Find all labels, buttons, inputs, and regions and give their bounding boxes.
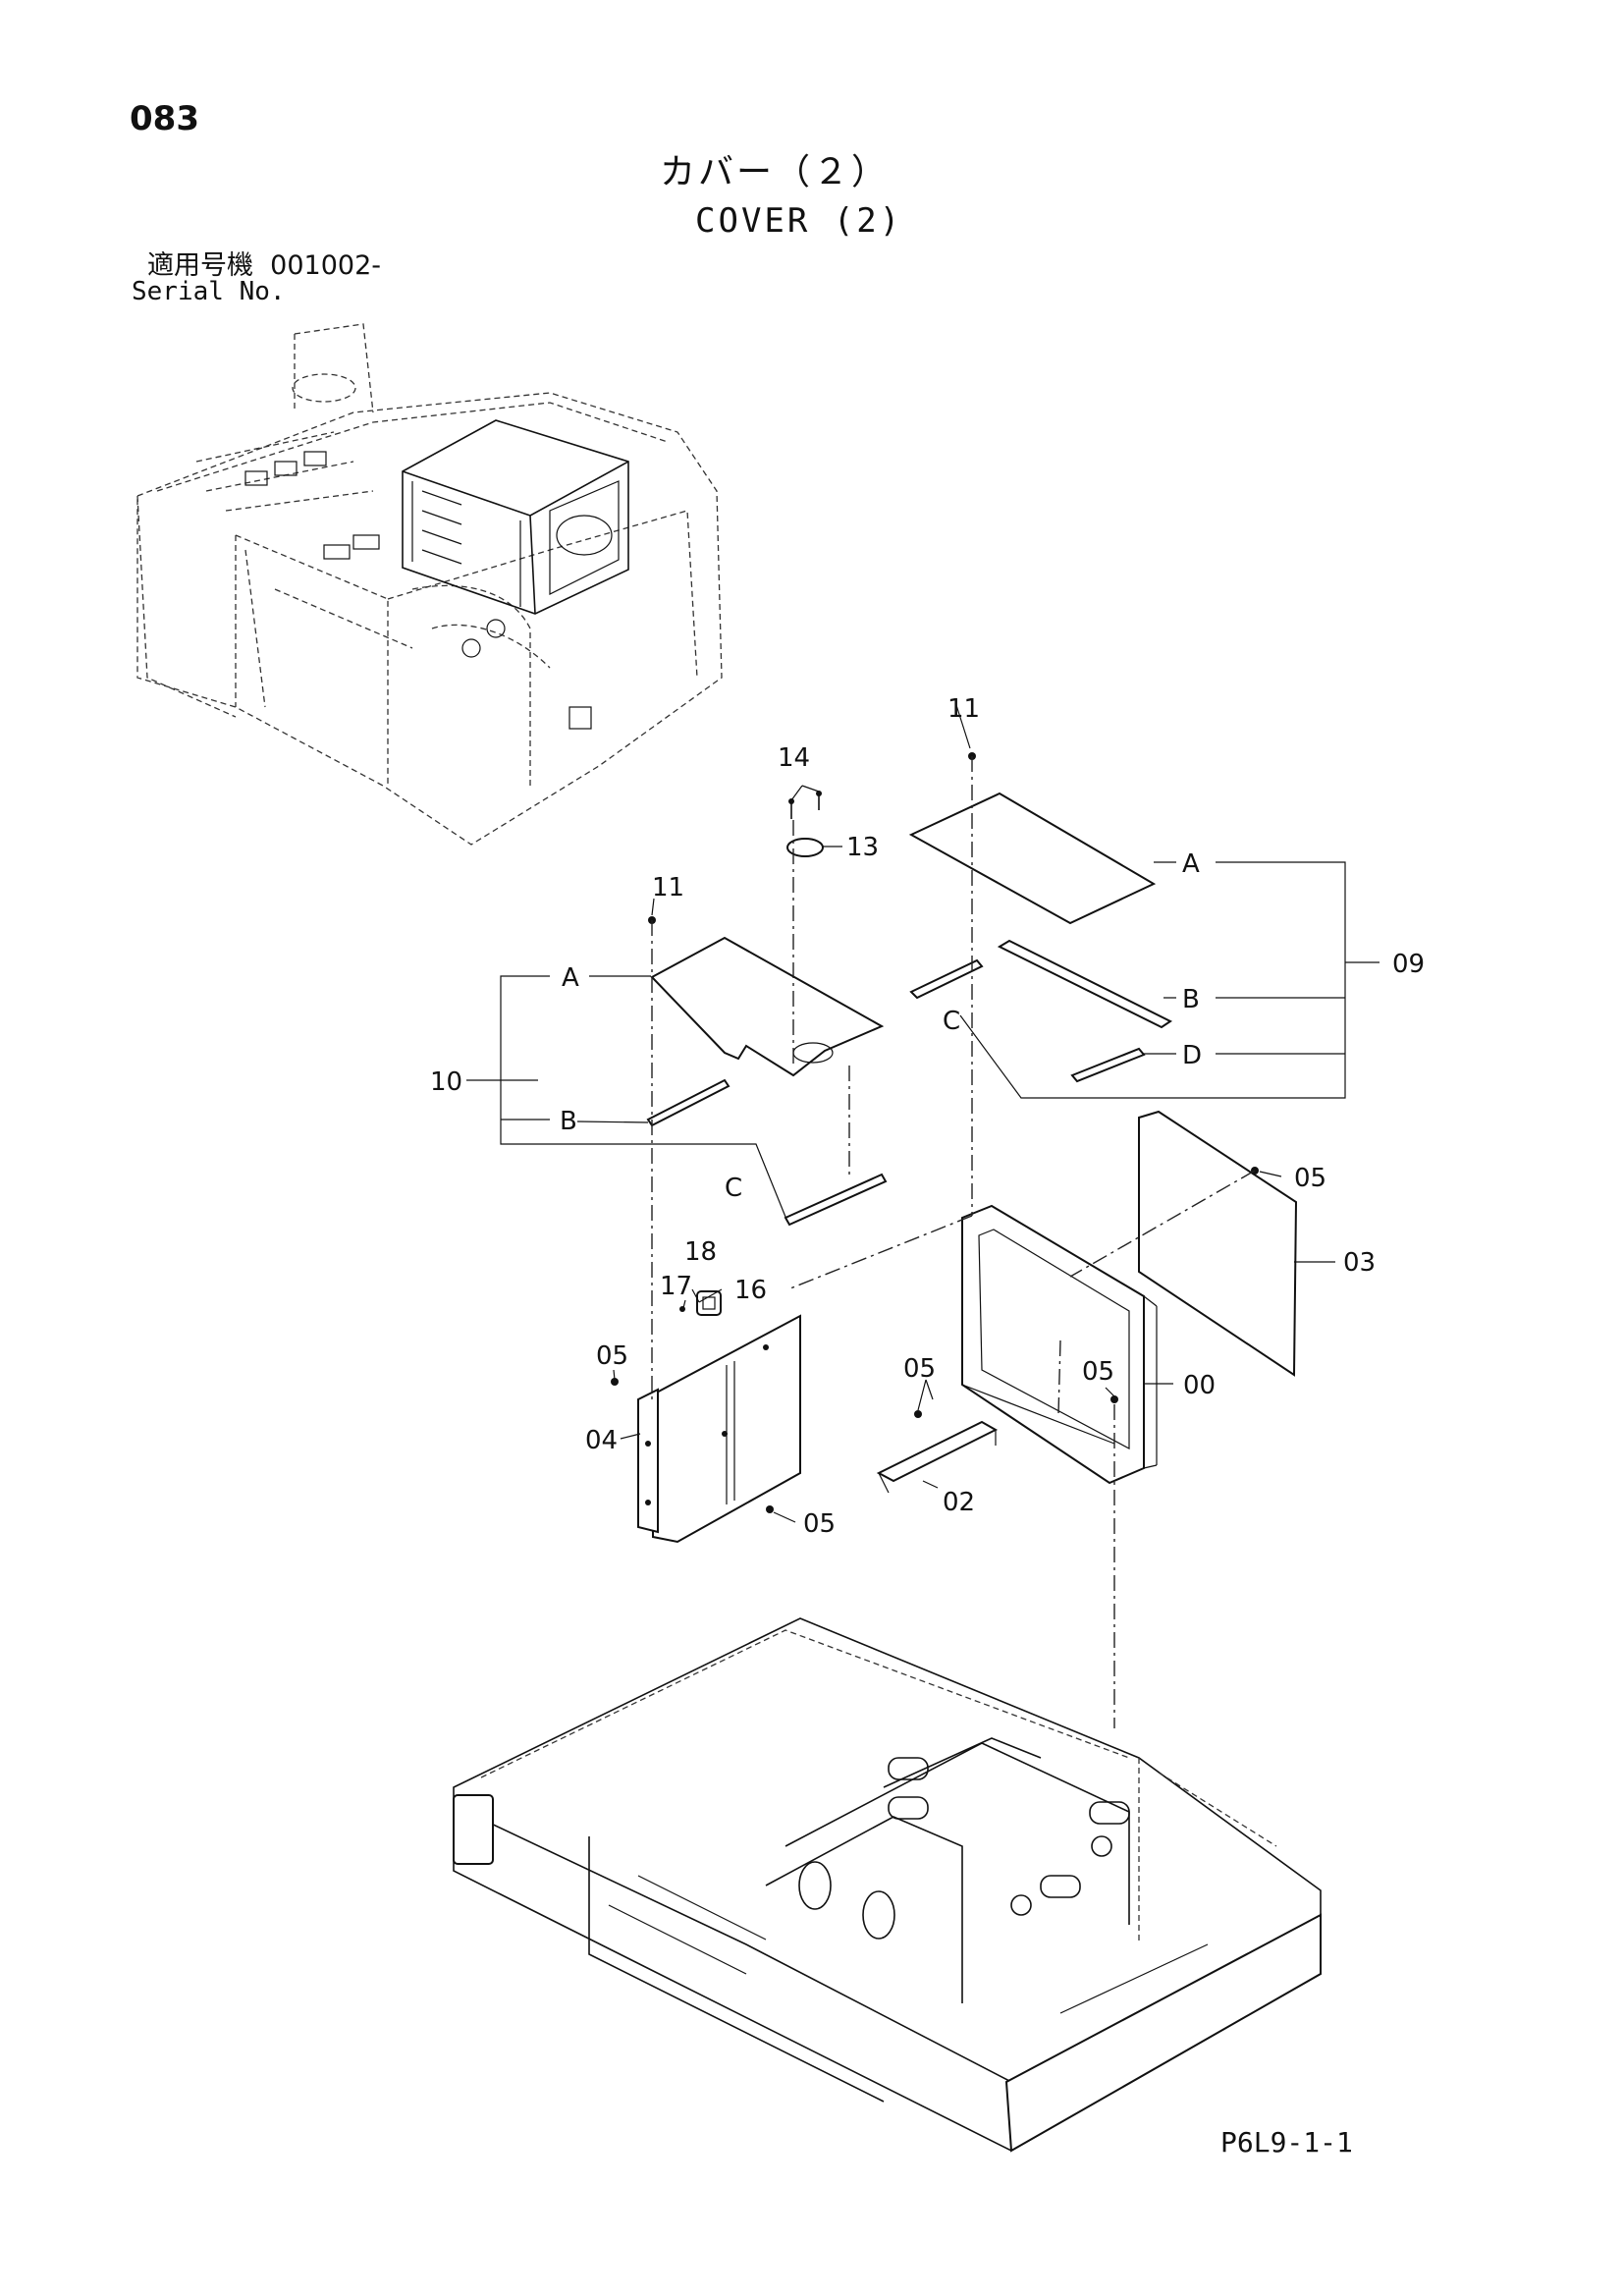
- page-number: 083: [130, 99, 199, 138]
- callout-05-c: 05: [903, 1354, 936, 1384]
- callout-09: 09: [1392, 950, 1425, 979]
- callout-10: 10: [430, 1067, 462, 1097]
- frame-00: [961, 1204, 1158, 1485]
- callout-14: 14: [778, 743, 810, 773]
- machine-overview-illustration: [136, 323, 723, 846]
- strip-09-b: [997, 939, 1172, 1029]
- sub-label-10-b: B: [560, 1107, 577, 1136]
- strip-09-d: [1070, 1047, 1146, 1083]
- sub-label-10-a: A: [562, 963, 579, 993]
- sub-label-09-c: C: [943, 1007, 960, 1036]
- bolt-05-d-icon: [1110, 1395, 1118, 1403]
- part-17-icon: [679, 1306, 685, 1312]
- drawing-code: P6L9-1-1: [1220, 2126, 1353, 2159]
- strip-10-b: [646, 1078, 730, 1127]
- strip-10-c: [784, 1173, 888, 1227]
- callout-04: 04: [585, 1426, 618, 1455]
- upper-frame-structure: [453, 1617, 1322, 2153]
- callout-17: 17: [660, 1272, 692, 1301]
- panel-04: [637, 1314, 801, 1544]
- callout-16: 16: [734, 1276, 767, 1305]
- serial-label-japanese: 適用号機: [147, 250, 253, 281]
- callout-leader-lines: [466, 704, 1380, 1523]
- sub-label-09-b: B: [1182, 985, 1200, 1014]
- callout-03: 03: [1343, 1248, 1376, 1278]
- callout-02: 02: [943, 1488, 975, 1517]
- bracket-02: [876, 1420, 999, 1494]
- cover-plate-10-a: [650, 936, 885, 1077]
- callout-05-b: 05: [596, 1341, 628, 1371]
- callout-11-left: 11: [652, 873, 684, 902]
- sub-label-09-a: A: [1182, 849, 1200, 879]
- callout-18: 18: [684, 1237, 717, 1267]
- panel-03: [1138, 1110, 1298, 1377]
- callout-00: 00: [1183, 1371, 1216, 1400]
- serial-label-english: Serial No.: [132, 277, 286, 306]
- callout-05-e: 05: [803, 1509, 836, 1539]
- lid-13: [786, 838, 824, 857]
- page-title-japanese: カバー（２）: [660, 152, 891, 192]
- assembly-guide-lines: [651, 756, 1256, 1728]
- screw-14: [788, 791, 822, 819]
- bolt-05-e-icon: [766, 1505, 774, 1513]
- strip-09-c: [909, 958, 984, 1000]
- page-title-english: COVER (2): [695, 201, 903, 241]
- cover-plate-09-a: [908, 792, 1157, 925]
- serial-number-value: 001002-: [270, 250, 381, 281]
- bolt-05-b-icon: [611, 1378, 619, 1386]
- bolt-05-c-icon: [914, 1410, 922, 1418]
- callout-numbers: 00 02 03 04 05 05 05 05 05 09 10 11 11 1…: [430, 694, 1425, 1539]
- callout-05-a: 05: [1294, 1164, 1326, 1193]
- callout-05-d: 05: [1082, 1357, 1114, 1387]
- callout-13: 13: [846, 833, 879, 862]
- sub-label-10-c: C: [725, 1174, 742, 1203]
- switch-16: [696, 1290, 722, 1316]
- callout-11-right: 11: [947, 694, 980, 724]
- sub-label-09-d: D: [1182, 1041, 1202, 1070]
- serial-number-line: 適用号機 001002-: [147, 252, 381, 279]
